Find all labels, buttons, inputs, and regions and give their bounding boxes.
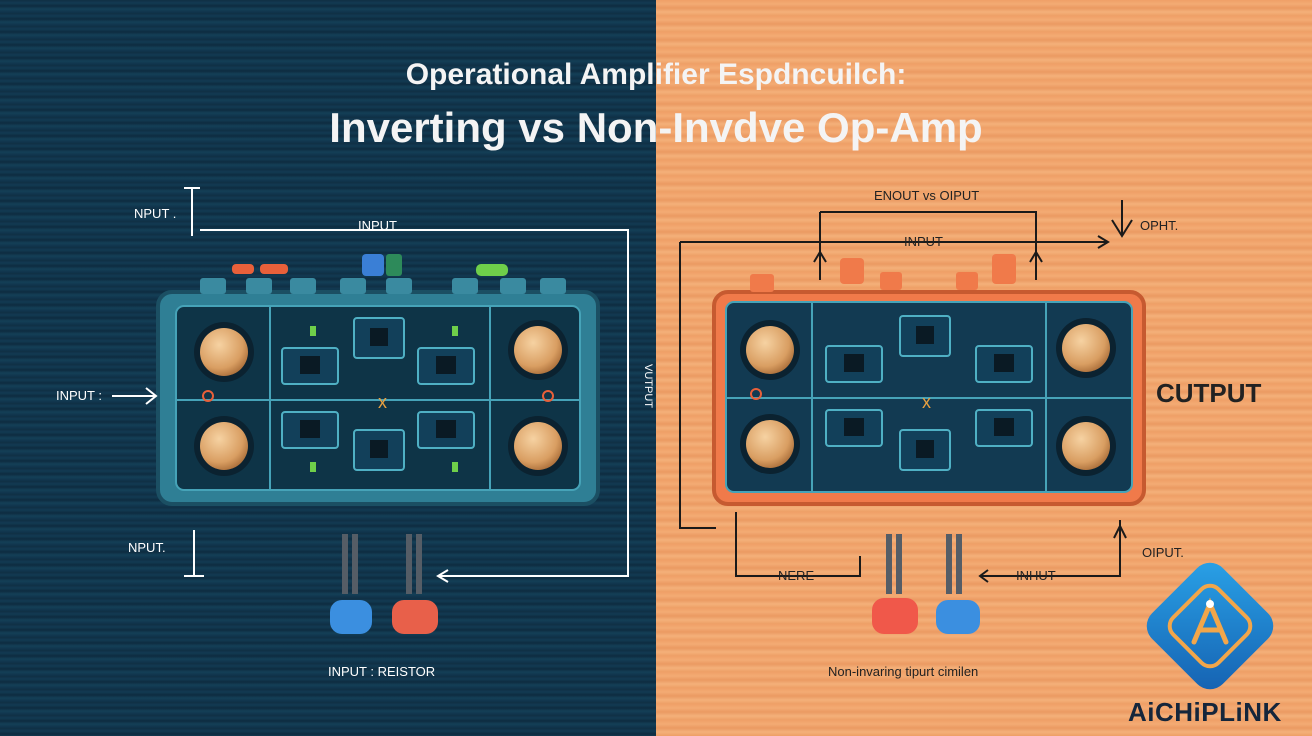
right-knob-top-left bbox=[740, 320, 800, 380]
left-knob-top-right bbox=[508, 320, 568, 380]
right-knob-bottom-left bbox=[740, 414, 800, 474]
left-probe-blue bbox=[330, 534, 372, 634]
brand-name: AiCHiPLiNK bbox=[1128, 697, 1282, 727]
label-input-bottom: NPUT. bbox=[128, 540, 166, 555]
brand-logo bbox=[1146, 562, 1274, 690]
right-opamp-board: x bbox=[679, 200, 1146, 634]
left-probe-red bbox=[392, 534, 438, 634]
label-caption-right: Non-invaring tipurt cimilen bbox=[828, 664, 979, 679]
left-knob-top-left bbox=[194, 322, 254, 382]
right-knob-bottom-right bbox=[1056, 416, 1116, 476]
svg-text:x: x bbox=[922, 392, 931, 412]
label-input-right-top: INPUT bbox=[904, 234, 943, 249]
left-knob-bottom-right bbox=[508, 416, 568, 476]
label-input-top-left: NPUT . bbox=[134, 206, 177, 221]
label-input-resistor: INPUT : REISTOR bbox=[328, 664, 436, 679]
label-oiput: OIPUT. bbox=[1142, 545, 1184, 560]
svg-text:x: x bbox=[378, 392, 387, 412]
label-inhut: INHUT bbox=[1016, 568, 1056, 583]
label-enout-output: ENOUT vs OIPUT bbox=[874, 188, 980, 203]
label-input-mid: INPUT : bbox=[56, 388, 102, 403]
label-input-top-center: INPUT bbox=[358, 218, 397, 233]
left-knob-bottom-left bbox=[194, 416, 254, 476]
label-nere: NERE bbox=[778, 568, 815, 583]
right-knob-top-right bbox=[1056, 318, 1116, 378]
left-opamp-board: x bbox=[112, 187, 629, 634]
page-title-line2: Inverting vs Non-Invdve Op-Amp bbox=[329, 104, 983, 151]
label-output-big: CUTPUT bbox=[1156, 378, 1262, 408]
label-vertical-output: VUTPUT bbox=[642, 364, 654, 408]
right-probe-blue bbox=[936, 534, 980, 634]
right-probe-red bbox=[872, 534, 918, 634]
label-opht: OPHT. bbox=[1140, 218, 1179, 233]
page-title-line1: Operational Amplifier Espdncuilch: bbox=[405, 58, 907, 91]
